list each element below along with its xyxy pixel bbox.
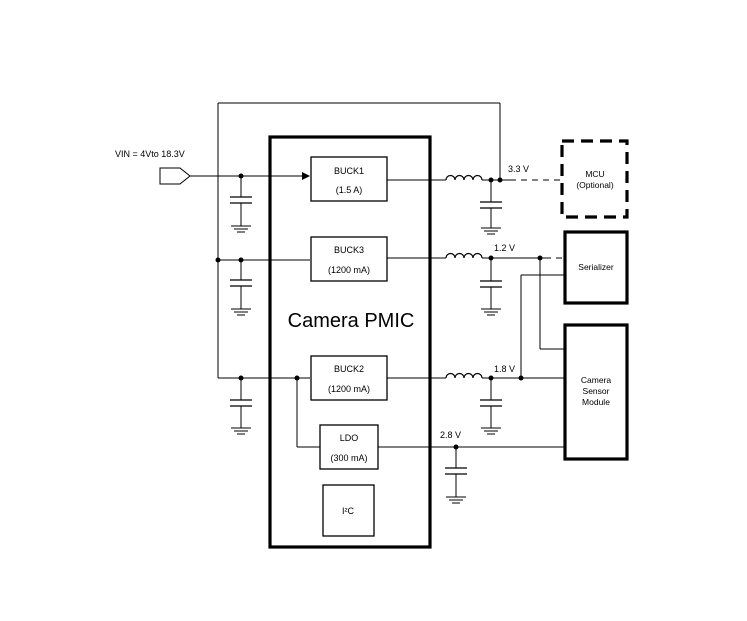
mcu-block bbox=[560, 139, 629, 219]
rail-1v2-label: 1.2 V bbox=[494, 243, 515, 253]
camera-sensor-module-block bbox=[563, 323, 629, 461]
ldo-name: LDO bbox=[340, 433, 359, 443]
camera-line1: Camera bbox=[581, 375, 612, 385]
ldo-rating: (300 mA) bbox=[330, 453, 367, 463]
output-wiring bbox=[378, 174, 565, 504]
arrow-icon bbox=[302, 172, 310, 180]
rail-3v3-label: 3.3 V bbox=[508, 164, 529, 174]
camera-line2: Sensor bbox=[583, 386, 610, 396]
buck1-name: BUCK1 bbox=[334, 166, 364, 176]
rail-2v8-label: 2.8 V bbox=[440, 430, 461, 440]
buck3-block bbox=[310, 236, 388, 282]
ldo-block bbox=[319, 424, 379, 470]
buck3-name: BUCK3 bbox=[334, 245, 364, 255]
i2c-block bbox=[322, 484, 375, 537]
vin-label: VIN = 4Vto 18.3V bbox=[115, 149, 185, 159]
mcu-note: (Optional) bbox=[576, 180, 613, 190]
serializer-name: Serializer bbox=[578, 262, 614, 272]
pmic-title: Camera PMIC bbox=[288, 310, 415, 332]
pmic-outline bbox=[268, 135, 432, 549]
vin-input-wiring bbox=[159, 102, 501, 435]
serializer-block bbox=[563, 230, 629, 305]
vin-connector-icon bbox=[159, 167, 191, 185]
ldo-feed-wiring bbox=[294, 375, 320, 448]
camera-line3: Module bbox=[582, 397, 610, 407]
buck3-rating: (1200 mA) bbox=[328, 265, 370, 275]
buck2-name: BUCK2 bbox=[334, 364, 364, 374]
i2c-label: I²C bbox=[342, 506, 354, 516]
buck1-block bbox=[310, 156, 388, 202]
rail-1v8-label: 1.8 V bbox=[494, 364, 515, 374]
mcu-name: MCU bbox=[585, 169, 604, 179]
buck1-rating: (1.5 A) bbox=[336, 185, 363, 195]
buck2-rating: (1200 mA) bbox=[328, 384, 370, 394]
